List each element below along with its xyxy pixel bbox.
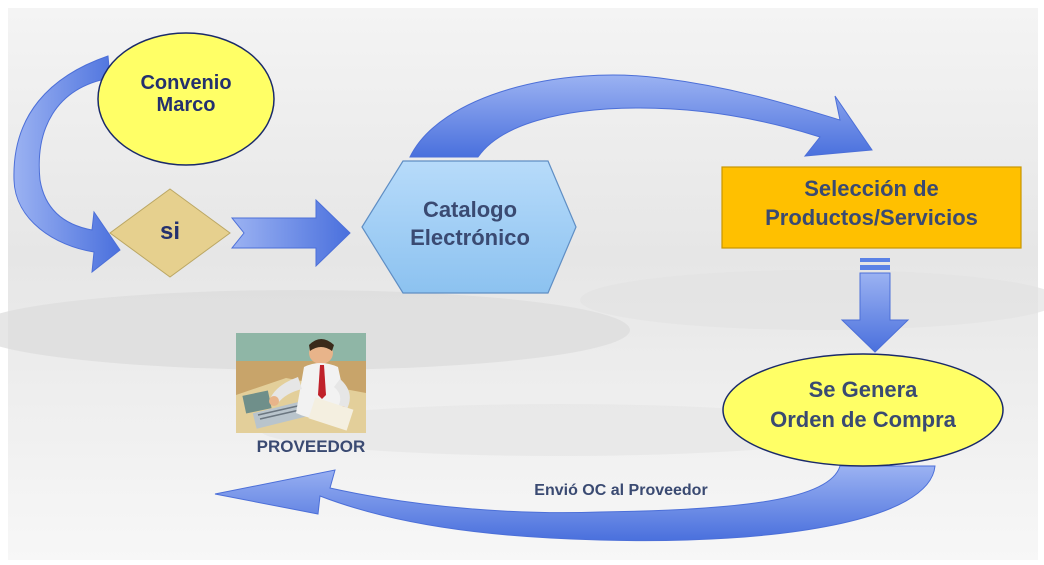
si-label: si (159, 218, 180, 245)
seleccion-line1: Selección de (804, 176, 939, 201)
catalogo-label: Catalogo Electrónico (370, 196, 570, 252)
background-cloud (260, 404, 860, 456)
si-diamond (109, 188, 231, 278)
arrow-orden-to-proveedor (214, 465, 936, 542)
arrow-convenio-to-si (13, 55, 121, 274)
seleccion-rect (721, 166, 1022, 249)
convenio-marco-line1: Convenio (140, 72, 232, 94)
arrow-stripe (860, 265, 890, 270)
convenio-marco-line2: Marco (156, 94, 216, 117)
convenio-marco-label: Convenio Marco (112, 72, 260, 117)
catalogo-line2: Electrónico (410, 225, 530, 251)
background-cloud (0, 290, 630, 370)
seleccion-line2: Productos/Servicios (765, 204, 978, 230)
proveedor-label: PROVEEDOR (256, 437, 366, 456)
orden-line1: Se Genera (808, 377, 918, 402)
orden-ellipse (722, 353, 1004, 467)
envio-oc-label: Envió OC al Proveedor (534, 482, 708, 499)
arrow-stripe (860, 258, 890, 262)
arrow-catalogo-to-seleccion (409, 74, 873, 158)
orden-label: Se Genera Orden de Compra (733, 375, 993, 434)
catalogo-hexagon (361, 160, 577, 294)
orden-line2: Orden de Compra (770, 406, 956, 432)
convenio-marco-ellipse (97, 32, 275, 166)
seleccion-label: Selección de Productos/Servicios (722, 175, 1021, 232)
background-cloud (580, 270, 1044, 330)
arrow-seleccion-to-orden (840, 272, 910, 353)
catalogo-line1: Catalogo (422, 197, 518, 222)
businessman-icon (236, 333, 366, 433)
arrow-si-to-catalogo (230, 198, 351, 268)
